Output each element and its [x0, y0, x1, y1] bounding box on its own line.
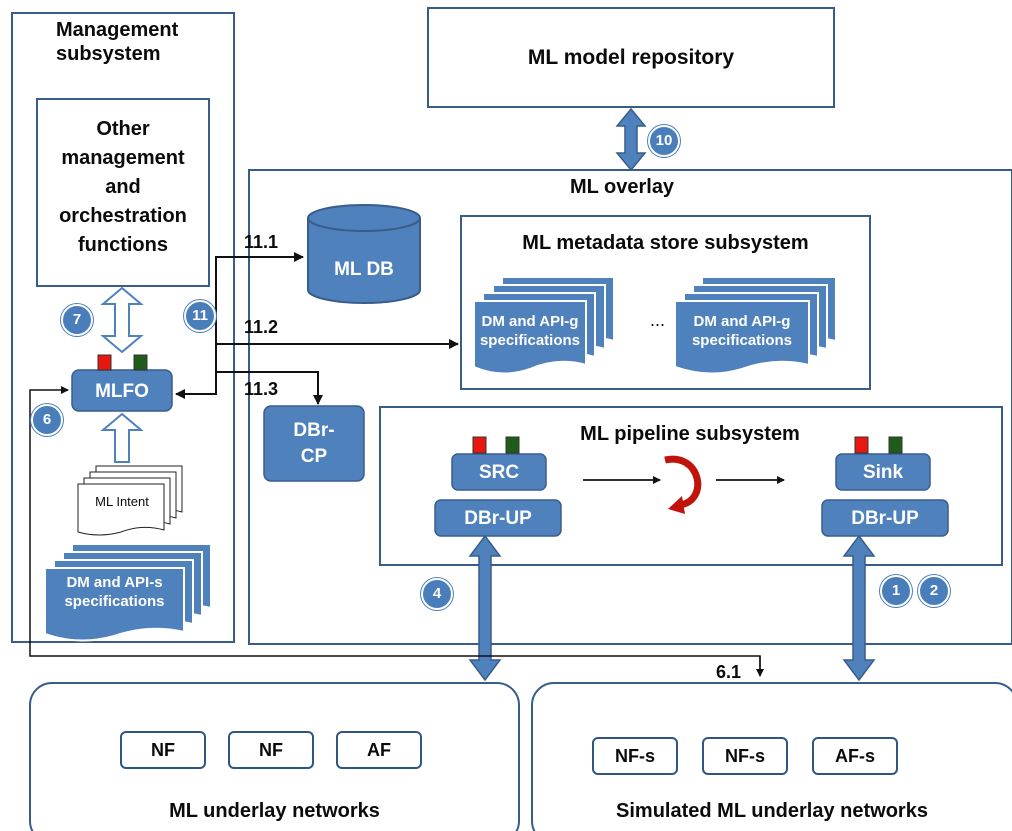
ml-intent-label: ML Intent [95, 494, 149, 509]
sink-red-indicator [854, 436, 869, 454]
src-dbr-up-label: DBr-UP [464, 508, 532, 529]
src-dbr-up-node [434, 499, 562, 537]
underlay-nf-1: NF [120, 731, 206, 769]
step-2-badge: 2 [918, 575, 950, 607]
simulated-title: Simulated ML underlay networks [616, 800, 928, 822]
training-loop-icon [664, 455, 702, 514]
connector-11-1 [215, 252, 304, 368]
spec-stack-right [674, 276, 837, 375]
mlfo-node [71, 369, 173, 412]
block-arrow-1-2 [842, 534, 876, 682]
step-11-badge: 11 [184, 300, 216, 332]
ml-db-cylinder [307, 204, 421, 304]
other-functions-line5: functions [78, 234, 168, 256]
spec-left-line2: specifications [479, 331, 581, 349]
spec-ellipsis: ... [650, 310, 666, 330]
spec-right-line2: specifications [691, 331, 793, 349]
pipeline-title: ML pipeline subsystem [580, 423, 800, 445]
other-functions-line4: orchestration [59, 205, 187, 227]
mlfo-red-indicator [97, 354, 112, 371]
dbr-cp-line1: DBr- [293, 420, 335, 441]
block-arrow-7 [100, 286, 144, 354]
spec-left-line1: DM and API-g [481, 313, 579, 330]
block-arrow-4 [468, 534, 502, 682]
dm-api-s-line1: DM and API-s [66, 574, 163, 591]
other-functions-line1: Other [96, 118, 150, 140]
step-6-1-label: 6.1 [716, 662, 742, 682]
mlfo-green-indicator [133, 354, 148, 371]
sink-label: Sink [862, 462, 904, 483]
ml-db-label: ML DB [334, 259, 394, 280]
src-green-indicator [505, 436, 520, 454]
spec-stack-management [44, 543, 212, 642]
spec-right-label: DM and API-g specifications [675, 313, 809, 351]
step-4-badge: 4 [421, 578, 453, 610]
underlay-af: AF [336, 731, 422, 769]
connector-to-mlfo [175, 368, 217, 399]
pipeline-subsystem-box [379, 406, 1003, 566]
step-11-3-label: 11.3 [244, 379, 279, 399]
dbr-cp-label: DBr- CP [264, 418, 364, 470]
connector-11-3 [216, 371, 323, 405]
step-1-badge: 1 [880, 575, 912, 607]
step-11-2-label: 11.2 [244, 317, 279, 337]
underlay-nf-2: NF [228, 731, 314, 769]
other-functions-line2: management [61, 147, 185, 169]
block-arrow-10 [615, 107, 647, 172]
simulated-underlay-box [531, 682, 1012, 831]
src-label: SRC [478, 462, 520, 483]
dbr-cp-line2: CP [300, 446, 328, 467]
repository-label: ML model repository [527, 46, 735, 69]
management-title-line1: Management [56, 19, 179, 41]
sink-dbr-up-node [821, 499, 949, 537]
intent-up-arrow [100, 412, 144, 463]
sink-green-indicator [888, 436, 903, 454]
dm-api-s-label: DM and API-s specifications [45, 574, 184, 612]
spec-right-line1: DM and API-g [693, 313, 791, 330]
step-11-1-label: 11.1 [244, 232, 279, 252]
management-title-line2: subsystem [56, 43, 161, 65]
simulated-nf-s-1: NF-s [592, 737, 678, 775]
spec-left-label: DM and API-g specifications [474, 313, 586, 351]
sink-dbr-up-label: DBr-UP [851, 508, 919, 529]
simulated-nf-s-2: NF-s [702, 737, 788, 775]
overlay-title: ML overlay [569, 176, 675, 198]
other-functions-label: Other management and orchestration funct… [39, 115, 207, 260]
dbr-cp-node [263, 405, 365, 482]
src-red-indicator [472, 436, 487, 454]
management-title: Management subsystem [56, 18, 178, 66]
step-7-badge: 7 [61, 304, 93, 336]
mlfo-label: MLFO [95, 381, 149, 402]
other-functions-box [36, 98, 210, 287]
step-10-badge: 10 [648, 125, 680, 157]
management-subsystem-box [11, 12, 235, 643]
step-6-badge: 6 [31, 404, 63, 436]
model-repository-box [427, 7, 835, 108]
src-node [451, 453, 547, 491]
spec-stack-left [473, 276, 615, 375]
metadata-store-box [460, 215, 871, 390]
simulated-af-s: AF-s [812, 737, 898, 775]
ml-intent-stack [77, 465, 183, 536]
ml-underlay-box [29, 682, 520, 831]
dm-api-s-line2: specifications [64, 592, 165, 610]
underlay-title: ML underlay networks [169, 800, 380, 822]
metadata-store-title: ML metadata store subsystem [522, 232, 809, 254]
sink-node [835, 453, 931, 491]
other-functions-line3: and [105, 176, 141, 198]
